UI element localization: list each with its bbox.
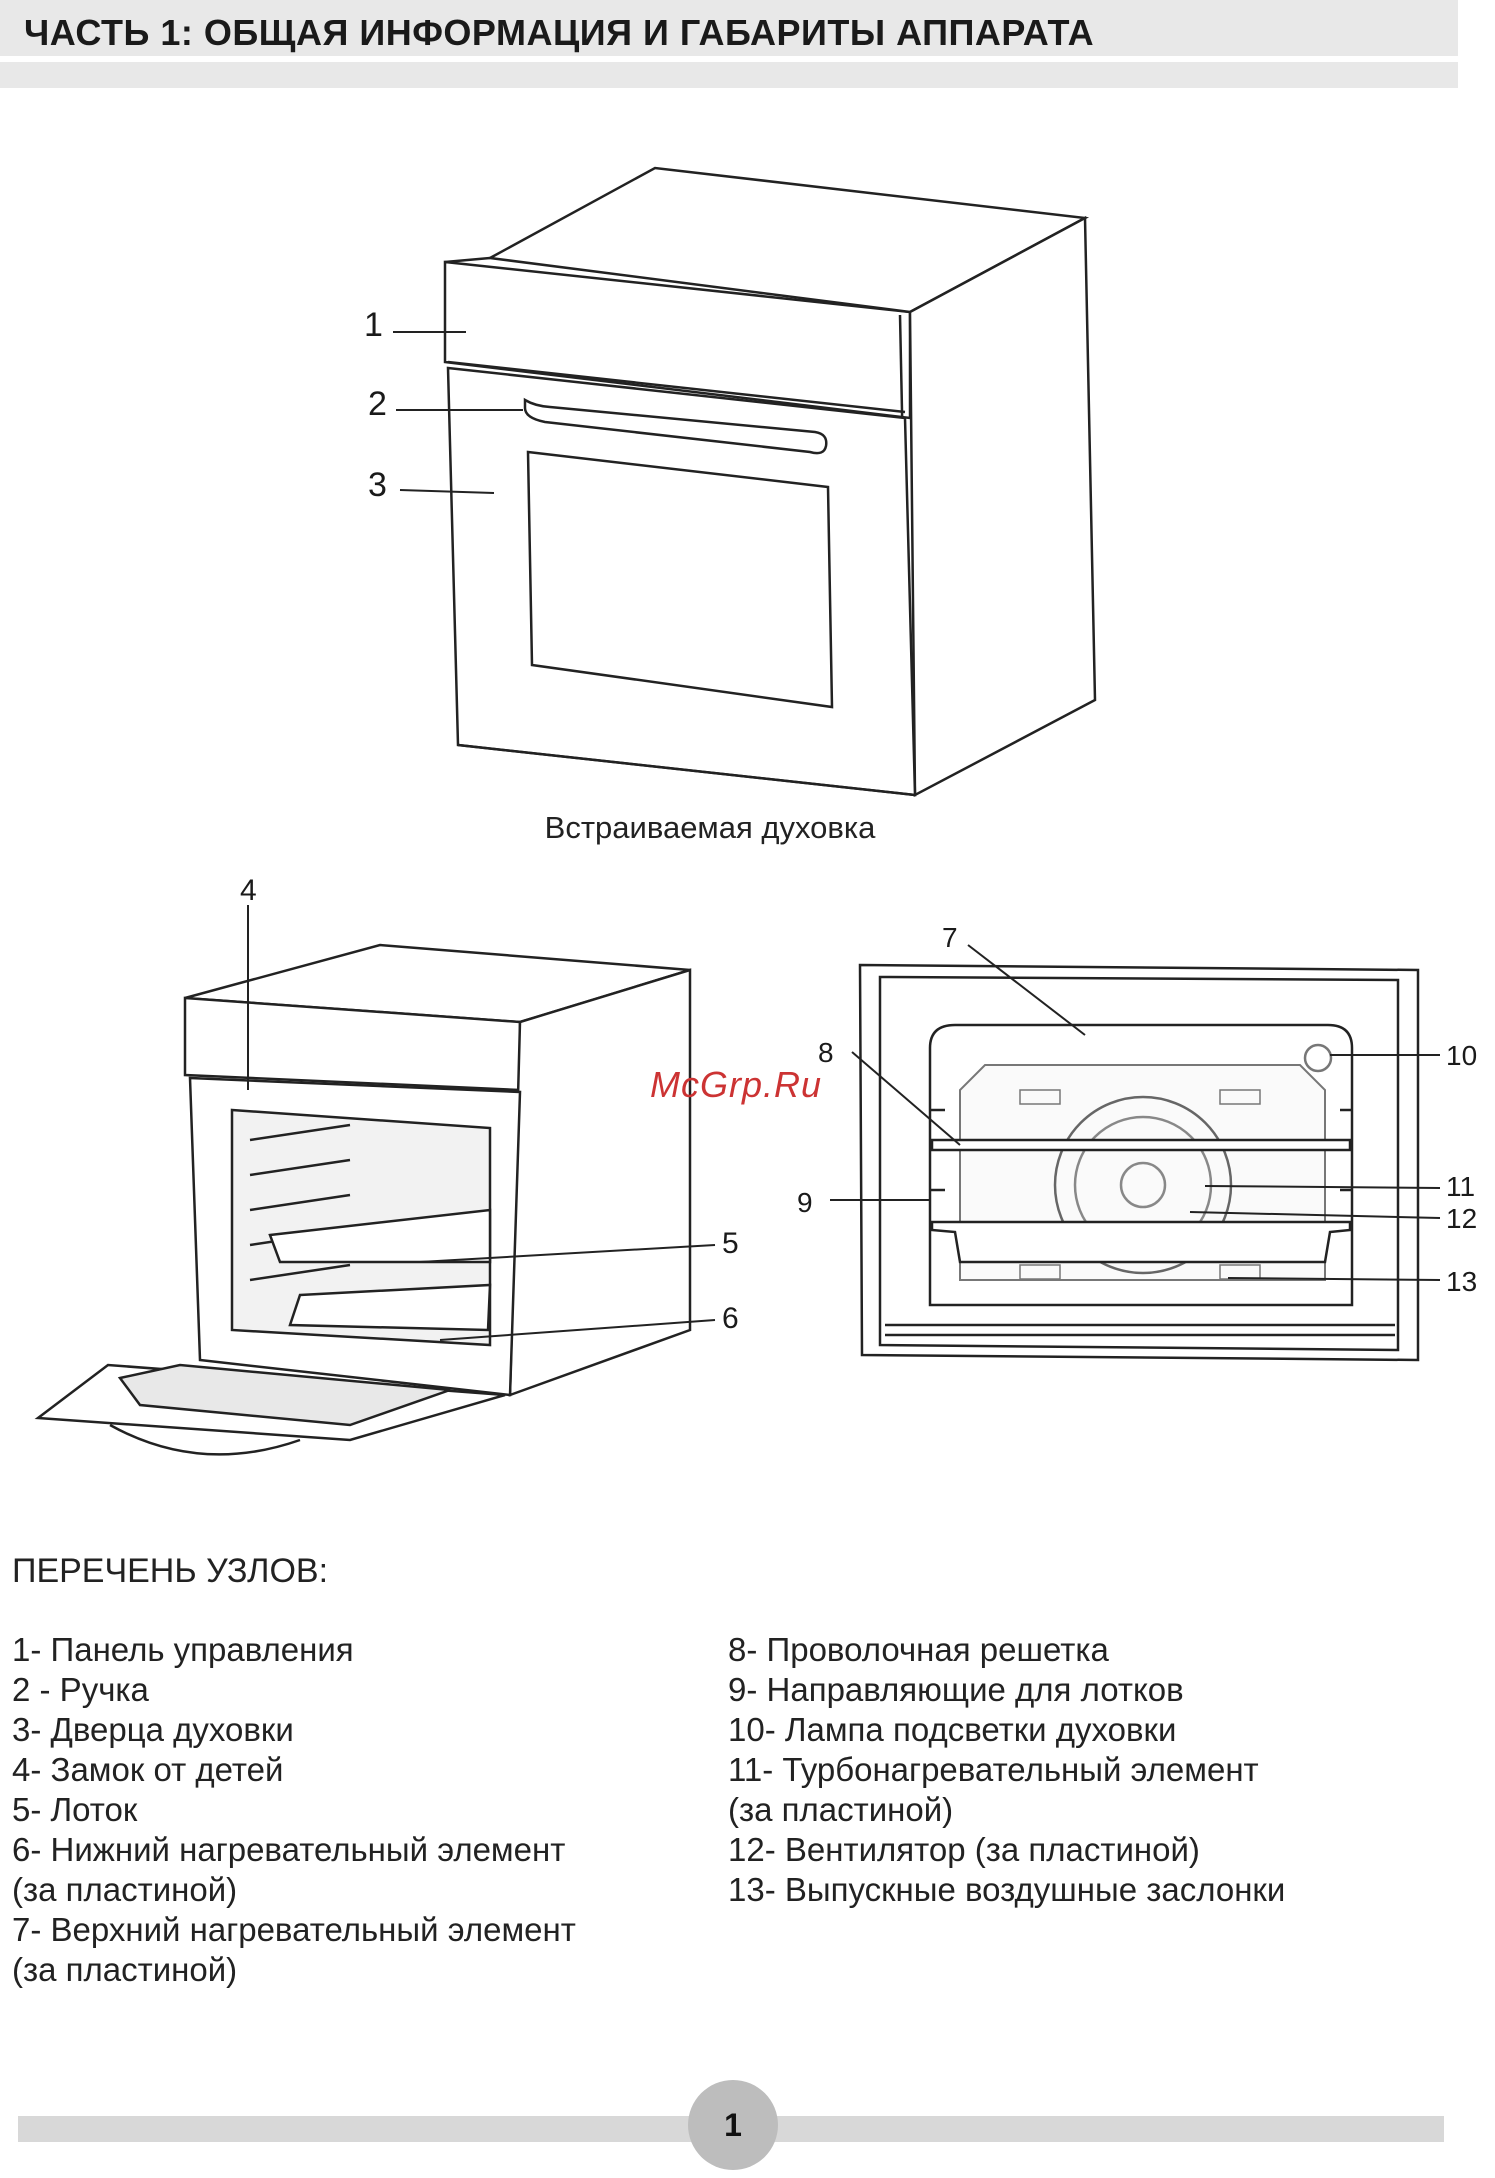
- list-item: 11- Турбонагревательный элемент: [728, 1751, 1259, 1788]
- callout-lines-open: [247, 905, 716, 1341]
- callout-9: 9: [797, 1187, 813, 1218]
- page-number: 1: [724, 2106, 742, 2143]
- header-rule: [0, 62, 1458, 88]
- parts-list-right: 8- Проволочная решетка 9- Направляющие д…: [728, 1630, 1285, 1910]
- list-item: (за пластиной): [12, 1951, 238, 1988]
- oven-closed-figure: [443, 166, 1097, 798]
- header-bar: [0, 0, 1458, 56]
- callout-11: 11: [1446, 1171, 1475, 1202]
- callout-3: 3: [368, 466, 387, 504]
- callout-8: 8: [818, 1037, 834, 1068]
- list-item: 7- Верхний нагревательный элемент: [12, 1911, 576, 1948]
- list-item: 9- Направляющие для лотков: [728, 1671, 1184, 1708]
- page-number-badge: 1: [688, 2080, 778, 2170]
- callout-4: 4: [240, 874, 257, 907]
- list-item: 13- Выпускные воздушные заслонки: [728, 1871, 1286, 1908]
- list-item: 4- Замок от детей: [12, 1751, 284, 1788]
- watermark: McGrp.Ru: [650, 1064, 823, 1105]
- list-item: 5- Лоток: [12, 1791, 138, 1828]
- list-item: 2 - Ручка: [12, 1671, 149, 1708]
- list-item: (за пластиной): [728, 1791, 954, 1828]
- list-item: 1- Панель управления: [12, 1631, 354, 1668]
- list-item: 12- Вентилятор (за пластиной): [728, 1831, 1200, 1868]
- page-title: ЧАСТЬ 1: ОБЩАЯ ИНФОРМАЦИЯ И ГАБАРИТЫ АПП…: [24, 12, 1095, 53]
- callout-1: 1: [364, 306, 383, 344]
- list-item: 6- Нижний нагревательный элемент: [12, 1831, 566, 1868]
- callout-lines-top: [393, 331, 523, 494]
- callout-lines-interior: [830, 944, 1441, 1281]
- callout-6: 6: [722, 1302, 739, 1335]
- oven-open-figure: [34, 943, 692, 1456]
- callout-7: 7: [942, 922, 958, 953]
- oven-interior-figure: [858, 963, 1420, 1362]
- callout-2: 2: [368, 385, 387, 423]
- list-item: (за пластиной): [12, 1871, 238, 1908]
- figure-caption: Встраиваемая духовка: [544, 810, 876, 845]
- callout-5: 5: [722, 1227, 739, 1260]
- list-item: 10- Лампа подсветки духовки: [728, 1711, 1177, 1748]
- parts-list-left: 1- Панель управления 2 - Ручка 3- Дверца…: [12, 1630, 576, 1990]
- callout-12: 12: [1446, 1203, 1477, 1234]
- list-item: 8- Проволочная решетка: [728, 1631, 1109, 1668]
- callout-10: 10: [1446, 1040, 1477, 1071]
- list-item: 3- Дверца духовки: [12, 1711, 294, 1748]
- parts-heading: ПЕРЕЧЕНЬ УЗЛОВ:: [12, 1552, 329, 1590]
- callout-13: 13: [1446, 1266, 1477, 1297]
